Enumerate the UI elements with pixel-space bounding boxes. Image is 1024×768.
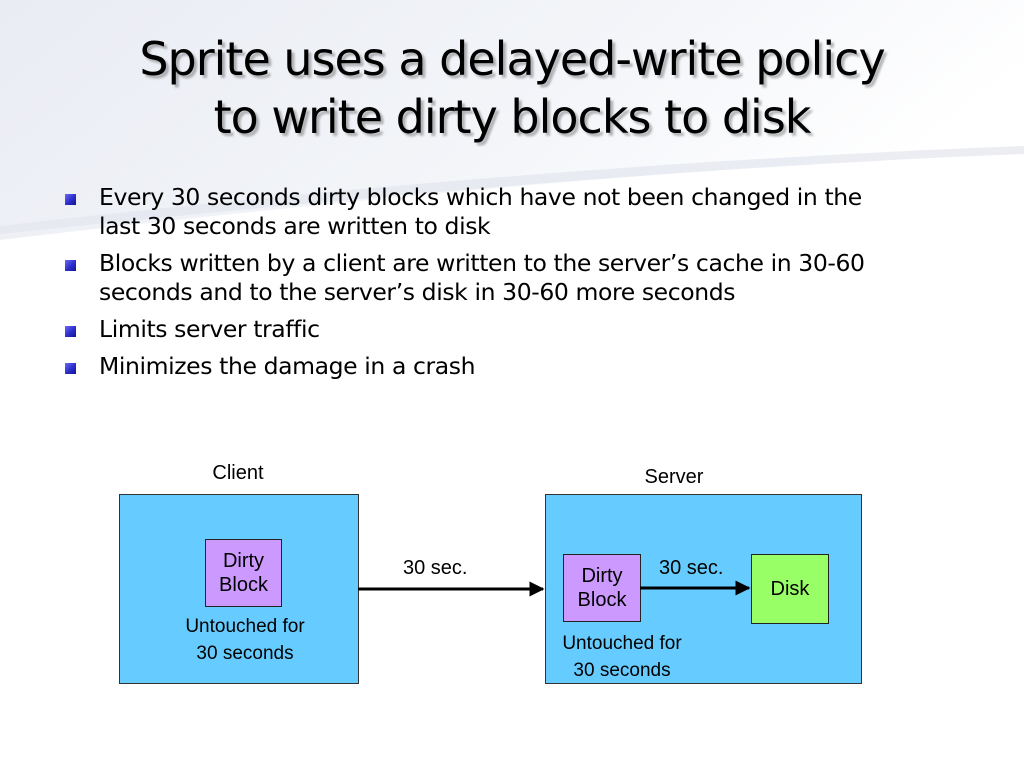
bullet-item: Minimizes the damage in a crash <box>62 352 962 381</box>
server-caption-line-2: 30 seconds <box>573 660 671 681</box>
bullet-line: Every 30 seconds dirty blocks which have… <box>99 183 862 211</box>
server-label: Server <box>644 466 704 488</box>
square-bullet-icon <box>65 260 76 271</box>
bullet-line: last 30 seconds are written to disk <box>99 212 491 240</box>
bullet-text: Every 30 seconds dirty blocks which have… <box>99 183 962 241</box>
server-dirty-block-line-1: Dirty <box>581 565 623 587</box>
bullet-item: Blocks written by a client are written t… <box>62 249 962 307</box>
square-bullet-icon <box>65 363 76 374</box>
client-dirty-block: Dirty Block <box>205 539 282 607</box>
client-caption: Untouched for 30 seconds <box>160 613 330 667</box>
bullet-line: Blocks written by a client are written t… <box>99 249 865 277</box>
server-dirty-block-line-2: Block <box>577 589 627 611</box>
slide-title-line-1: Sprite uses a delayed-write policy <box>139 32 885 86</box>
client-panel <box>119 494 359 684</box>
bullet-line: Minimizes the damage in a crash <box>99 352 476 380</box>
client-to-server-label: 30 sec. <box>403 557 468 579</box>
bullet-text: Limits server traffic <box>99 315 962 344</box>
server-caption: Untouched for 30 seconds <box>537 630 707 684</box>
bullet-line: seconds and to the server’s disk in 30-6… <box>99 278 736 306</box>
square-bullet-icon <box>65 194 76 205</box>
client-caption-line-1: Untouched for <box>185 616 305 637</box>
bullet-item: Limits server traffic <box>62 315 962 344</box>
server-dirty-block: Dirty Block <box>563 554 641 622</box>
slide-title: Sprite uses a delayed-write policy to wr… <box>0 30 1024 146</box>
bullet-line: Limits server traffic <box>99 315 320 343</box>
server-caption-line-1: Untouched for <box>562 633 682 654</box>
client-dirty-block-line-1: Dirty <box>222 550 265 572</box>
server-disk-label: Disk <box>770 578 810 600</box>
block-to-disk-label: 30 sec. <box>659 557 724 579</box>
bullet-item: Every 30 seconds dirty blocks which have… <box>62 183 962 241</box>
square-bullet-icon <box>65 326 76 337</box>
slide-title-line-2: to write dirty blocks to disk <box>213 90 812 144</box>
bullet-text: Minimizes the damage in a crash <box>99 352 962 381</box>
client-dirty-block-line-2: Block <box>219 574 268 596</box>
client-caption-line-2: 30 seconds <box>196 643 294 664</box>
client-label: Client <box>212 462 264 484</box>
server-disk: Disk <box>751 554 829 624</box>
bullet-text: Blocks written by a client are written t… <box>99 249 962 307</box>
bullet-list: Every 30 seconds dirty blocks which have… <box>62 183 962 389</box>
